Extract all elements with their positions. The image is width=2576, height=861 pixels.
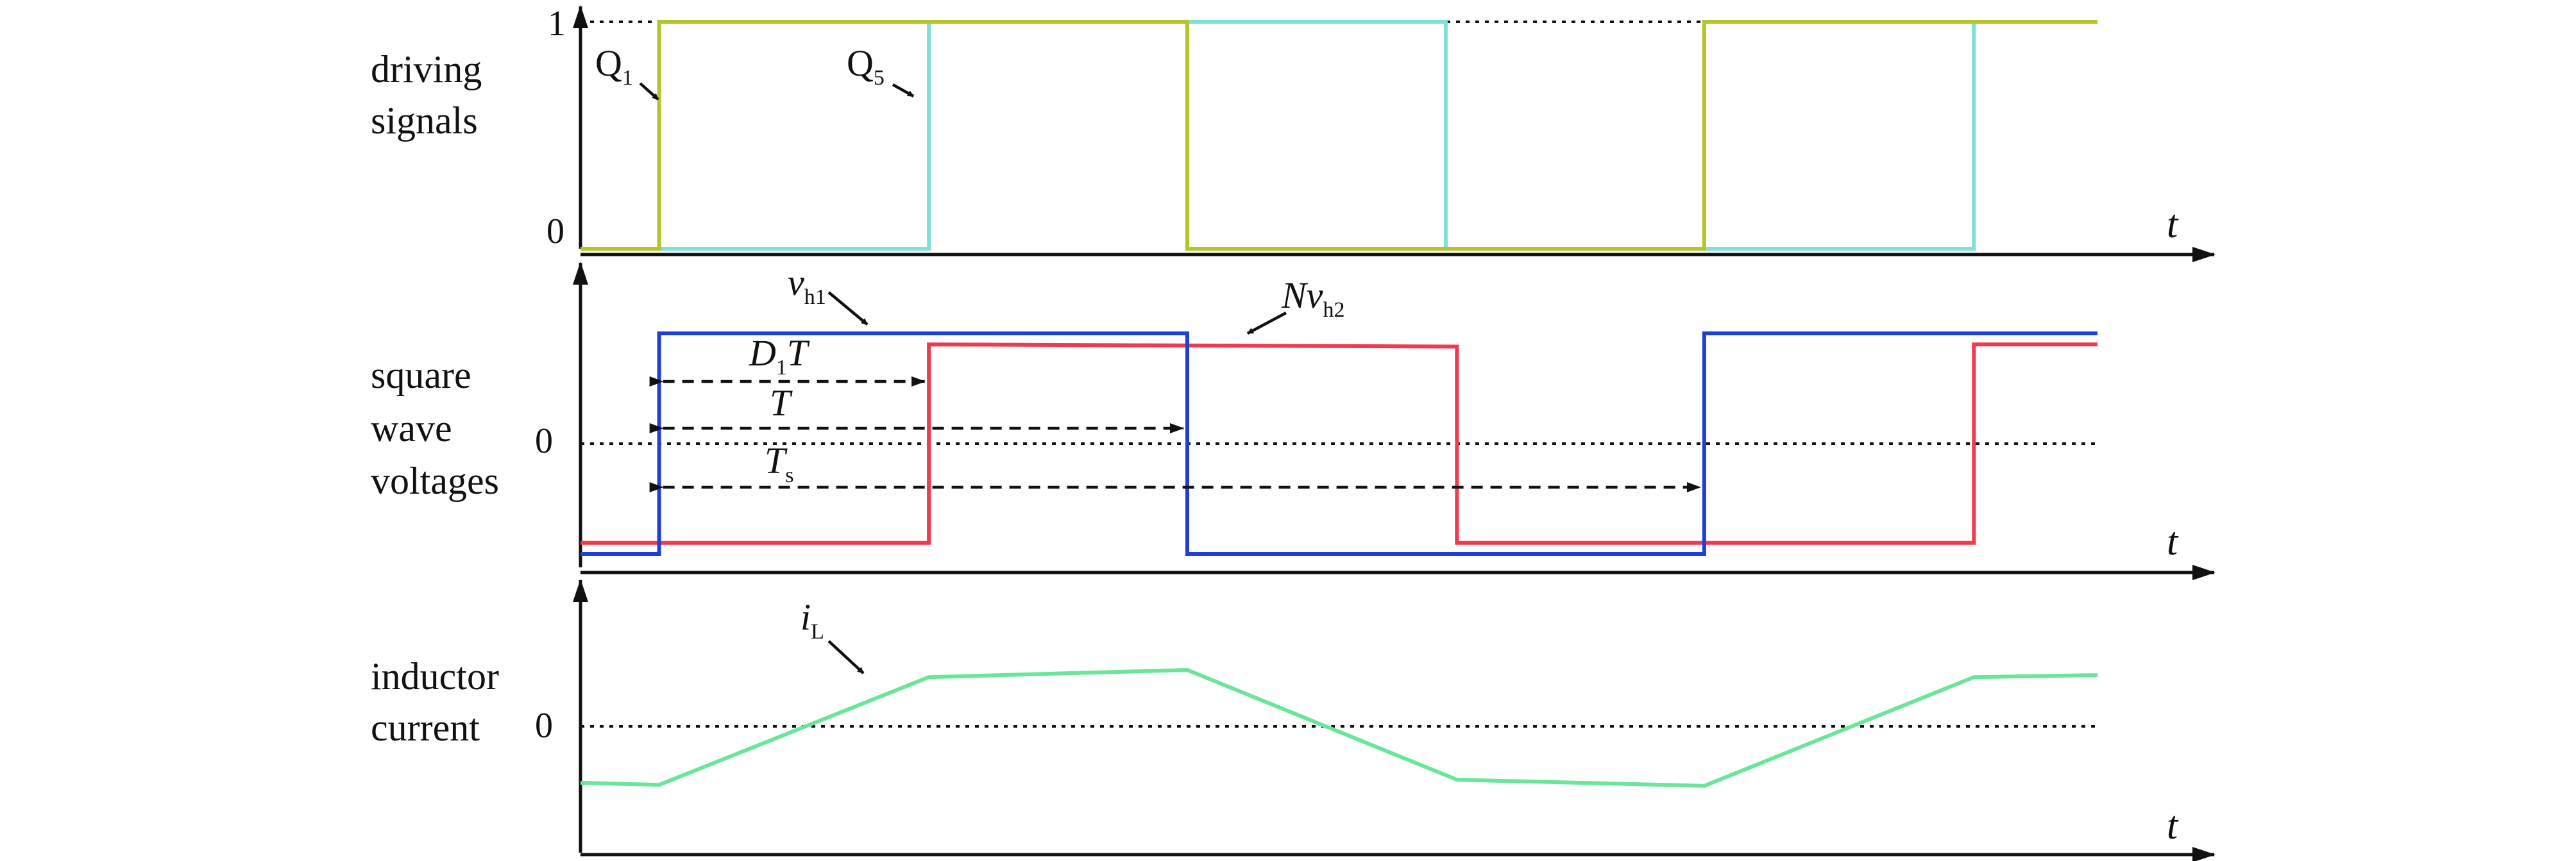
q5-signal-waveform xyxy=(580,20,2097,251)
d1t-label-pre: D xyxy=(749,332,776,374)
vh1-label-sub: h1 xyxy=(804,285,826,309)
nvh2-label-pre: N xyxy=(1281,274,1309,316)
row-label-current-line2: current xyxy=(371,706,480,749)
d1t-label-post: T xyxy=(787,332,810,374)
vh1-pointer-arrow xyxy=(827,291,869,326)
row-label-driving-line2: signals xyxy=(371,99,478,142)
nvh2-voltage-waveform xyxy=(580,342,2097,545)
q1-signal-waveform xyxy=(580,20,2097,251)
q1-label-sub: 1 xyxy=(622,66,633,90)
row-label-voltages: square wave voltages xyxy=(371,354,499,502)
d1t-label-sub: 1 xyxy=(776,356,787,380)
q1-pointer-arrow xyxy=(639,82,659,101)
q1-label-main: Q xyxy=(595,42,622,84)
voltages-level-zero-label: 0 xyxy=(535,421,553,461)
il-label: iL xyxy=(801,596,824,644)
ts-label: Ts xyxy=(765,440,794,487)
il-label-main: i xyxy=(801,596,811,638)
row-label-driving: driving signals xyxy=(371,48,491,142)
row-label-current-line1: inductor xyxy=(371,655,499,698)
driving-level-zero-label: 0 xyxy=(547,212,564,251)
il-current-waveform xyxy=(580,668,2098,788)
row-label-driving-line1: driving xyxy=(371,48,482,90)
ts-label-sub: s xyxy=(785,464,793,487)
driving-t-label: t xyxy=(2167,203,2179,246)
vh1-voltage-waveform xyxy=(580,331,2097,556)
vh1-label-main: v xyxy=(788,262,804,303)
voltages-t-label: t xyxy=(2167,520,2179,564)
ts-label-main: T xyxy=(765,440,788,481)
t-label: T xyxy=(770,382,793,424)
il-pointer-arrow xyxy=(827,640,865,674)
q5-label: Q5 xyxy=(847,42,885,90)
row-label-voltages-line3: voltages xyxy=(371,460,499,502)
current-t-label: t xyxy=(2167,804,2179,848)
interval-annotations xyxy=(649,376,1701,492)
vh1-label: vh1 xyxy=(788,262,826,309)
driving-level-one-label: 1 xyxy=(548,4,566,44)
q5-pointer-arrow xyxy=(892,83,915,97)
q5-label-sub: 5 xyxy=(874,66,885,90)
d1t-label: D1T xyxy=(749,332,810,380)
row-label-current: inductor current xyxy=(371,655,509,749)
q1-label: Q1 xyxy=(595,42,633,90)
nvh2-label-main: v xyxy=(1307,274,1323,316)
q5-label-main: Q xyxy=(847,42,874,84)
row-label-voltages-line2: wave xyxy=(371,407,452,449)
nvh2-label-sub: h2 xyxy=(1323,298,1344,322)
row-label-voltages-line1: square xyxy=(371,354,471,396)
current-level-zero-label: 0 xyxy=(535,706,553,746)
nvh2-label: Nvh2 xyxy=(1281,274,1344,322)
il-label-sub: L xyxy=(811,620,824,644)
nvh2-pointer-arrow xyxy=(1246,312,1287,335)
